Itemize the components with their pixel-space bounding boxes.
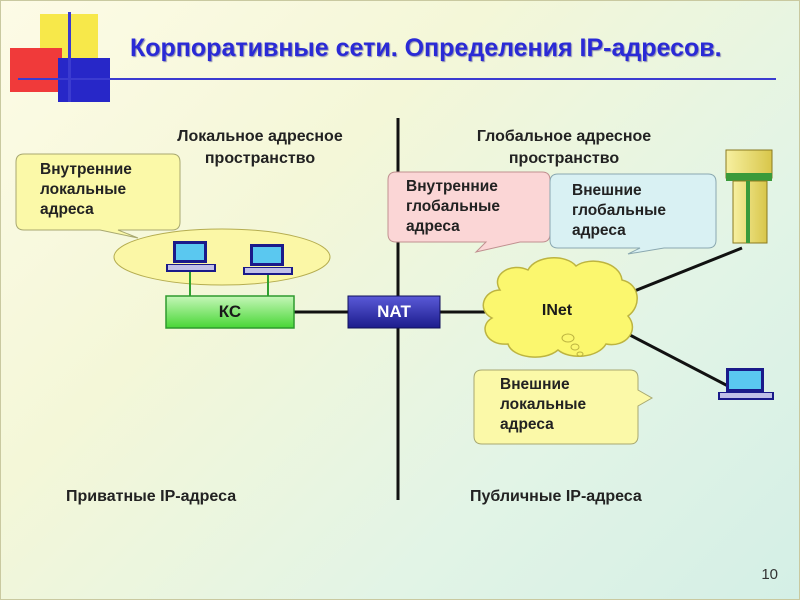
computer-icon <box>166 241 216 272</box>
link-inet-laptop <box>627 332 729 388</box>
callout-outside-global: Внешние глобальные адреса <box>572 182 666 239</box>
label-local-space: Локальное адресное пространство <box>177 128 343 167</box>
router-box <box>165 295 295 329</box>
callout-outside-global-shape <box>549 173 717 255</box>
internet-label: INet <box>541 302 573 319</box>
deco-square-red <box>10 48 62 92</box>
computer-icon <box>718 368 774 400</box>
title-underline <box>18 78 776 80</box>
deco-vertical-line <box>68 12 71 102</box>
cloud-icon <box>482 257 638 358</box>
server-icon <box>725 149 773 244</box>
deco-square-blue <box>58 58 110 102</box>
page-number: 10 <box>761 566 778 583</box>
callout-inside-local-shape <box>15 153 181 239</box>
nat-label: NAT <box>377 302 411 321</box>
label-public-addresses: Публичные IP-адреса <box>470 488 642 505</box>
nat-box <box>347 295 441 329</box>
label-private-addresses: Приватные IP-адреса <box>66 488 237 505</box>
label-global-space: Глобальное адресное пространство <box>476 128 652 167</box>
callout-inside-local: Внутренние локальные адреса <box>40 161 132 218</box>
link-inet-server <box>631 246 743 294</box>
callout-inside-global-shape <box>387 171 551 253</box>
callout-inside-global: Внутренние глобальные адреса <box>406 178 500 235</box>
callout-outside-local: Внешние локальные адреса <box>500 376 587 433</box>
callout-outside-local-shape <box>473 369 654 445</box>
router-label: КС <box>218 302 242 321</box>
slide-title: Корпоративные сети. Определения IP-адрес… <box>130 34 722 62</box>
lan-ellipse <box>113 228 331 286</box>
computer-icon <box>243 244 293 275</box>
